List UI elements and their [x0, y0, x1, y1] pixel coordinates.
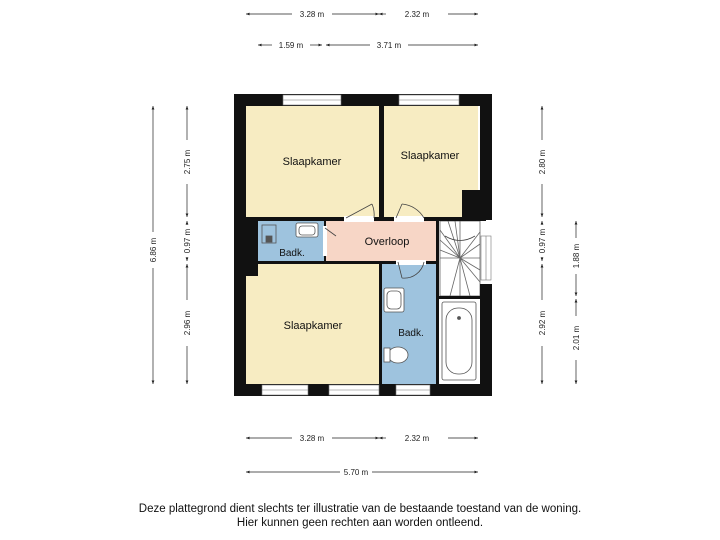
label-badk-small: Badk. [279, 248, 305, 259]
label-badk-right: Badk. [398, 328, 424, 339]
room-labels: Slaapkamer Slaapkamer Badk. Overloop Sla… [279, 150, 459, 339]
dim-left-inner-mid: 0.97 m [183, 228, 192, 253]
dim-left-inner-bottom: 2.96 m [183, 310, 192, 335]
label-overloop: Overloop [365, 236, 410, 248]
dim-right-inner-bottom: 2.92 m [538, 310, 547, 335]
dim-left-outer: 6.86 m [149, 237, 158, 262]
dim-right-outer-top: 1.88 m [572, 243, 581, 268]
dim-bottom-row1-right: 2.32 m [405, 434, 430, 443]
dim-right-outer-bottom: 2.01 m [572, 325, 581, 350]
dim-top-row2-left: 1.59 m [279, 41, 304, 50]
dim-top-row2-right: 3.71 m [377, 41, 402, 50]
dim-left-inner-top: 2.75 m [183, 149, 192, 174]
room-overloop [326, 221, 438, 261]
room-slaapkamer-top-left [246, 106, 379, 218]
dim-bottom-row2-total: 5.70 m [344, 468, 369, 477]
dim-right-inner-top: 2.80 m [538, 149, 547, 174]
label-slaapkamer-top-left: Slaapkamer [283, 156, 342, 168]
doors [323, 203, 426, 279]
fixtures [261, 222, 409, 364]
dim-right-inner-mid: 0.97 m [538, 228, 547, 253]
disclaimer-line-2: Hier kunnen geen rechten aan worden ontl… [236, 517, 484, 529]
disclaimer: Deze plattegrond dient slechts ter illus… [0, 502, 720, 530]
room-badk-right [382, 264, 438, 384]
room-slaapkamer-bottom [246, 264, 379, 384]
staircase [439, 220, 481, 297]
bathtub [441, 301, 477, 381]
floor-plan: Slaapkamer Slaapkamer Badk. Overloop Sla… [149, 10, 581, 477]
label-slaapkamer-bottom: Slaapkamer [284, 320, 343, 332]
dim-top-row1-right: 2.32 m [405, 10, 430, 19]
dim-top-row1-left: 3.28 m [300, 10, 325, 19]
label-slaapkamer-top-right: Slaapkamer [401, 150, 460, 162]
disclaimer-line-1: Deze plattegrond dient slechts ter illus… [138, 503, 582, 515]
windows [261, 94, 492, 396]
dimension-lines [151, 12, 578, 474]
dimension-labels: 3.28 m 2.32 m 1.59 m 3.71 m 3.28 m 2.32 … [149, 10, 581, 477]
dim-bottom-row1-left: 3.28 m [300, 434, 325, 443]
toilet-right [387, 346, 409, 364]
shower-small [261, 224, 277, 244]
room-fills [246, 106, 478, 384]
